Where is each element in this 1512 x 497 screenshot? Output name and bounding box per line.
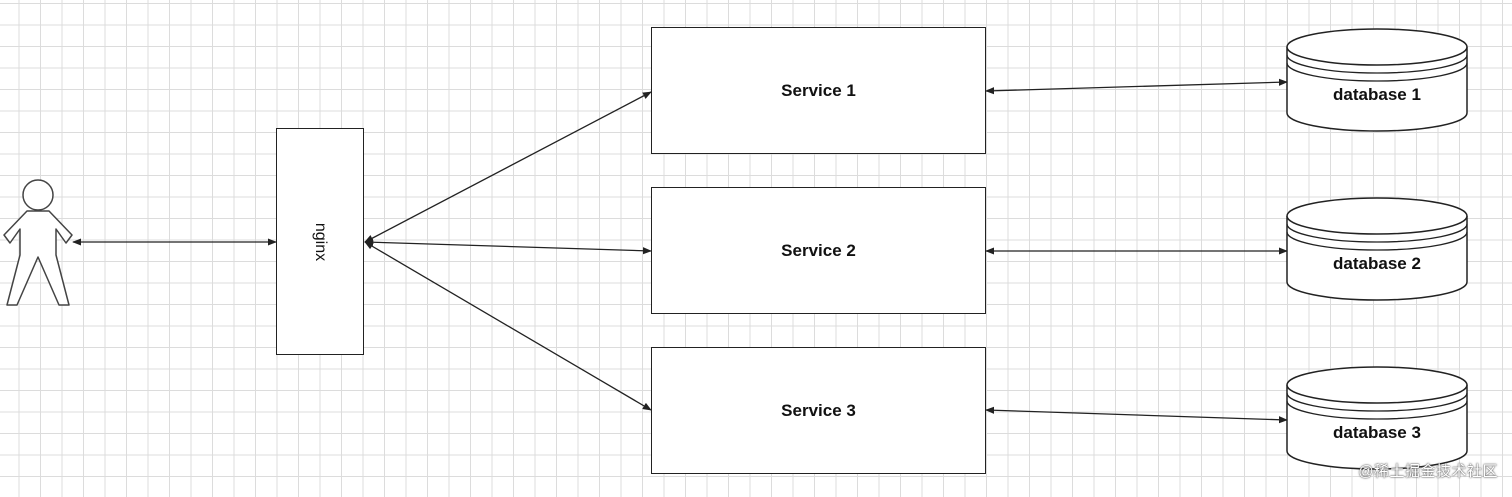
watermark: @稀土掘金技术社区 [1358,463,1498,480]
database-3-label: database 3 [1333,423,1421,442]
database-cylinder-icon [1286,366,1468,470]
service-3-node: Service 3 [651,347,986,474]
service-2-node: Service 2 [651,187,986,314]
edge-service-1-database-1 [985,78,1288,95]
database-1-label: database 1 [1333,85,1421,104]
user-actor-icon [3,179,73,306]
edge-nginx-service-1 [364,91,652,243]
nginx-node: nginx [276,128,364,355]
database-cylinder-icon [1286,28,1468,132]
database-cylinder-icon [1286,197,1468,301]
database-1-node: database 1 [1285,27,1469,137]
nginx-label: nginx [312,222,329,261]
service-1-label: Service 1 [781,80,856,100]
database-2-label: database 2 [1333,254,1421,273]
service-1-node: Service 1 [651,27,986,154]
edge-service-3-database-3 [985,406,1288,424]
service-3-label: Service 3 [781,400,856,420]
edge-nginx-service-3 [364,241,652,411]
edge-nginx-service-2 [364,238,652,255]
database-3-node: database 3 [1285,365,1469,475]
service-2-label: Service 2 [781,240,856,260]
database-2-node: database 2 [1285,196,1469,306]
